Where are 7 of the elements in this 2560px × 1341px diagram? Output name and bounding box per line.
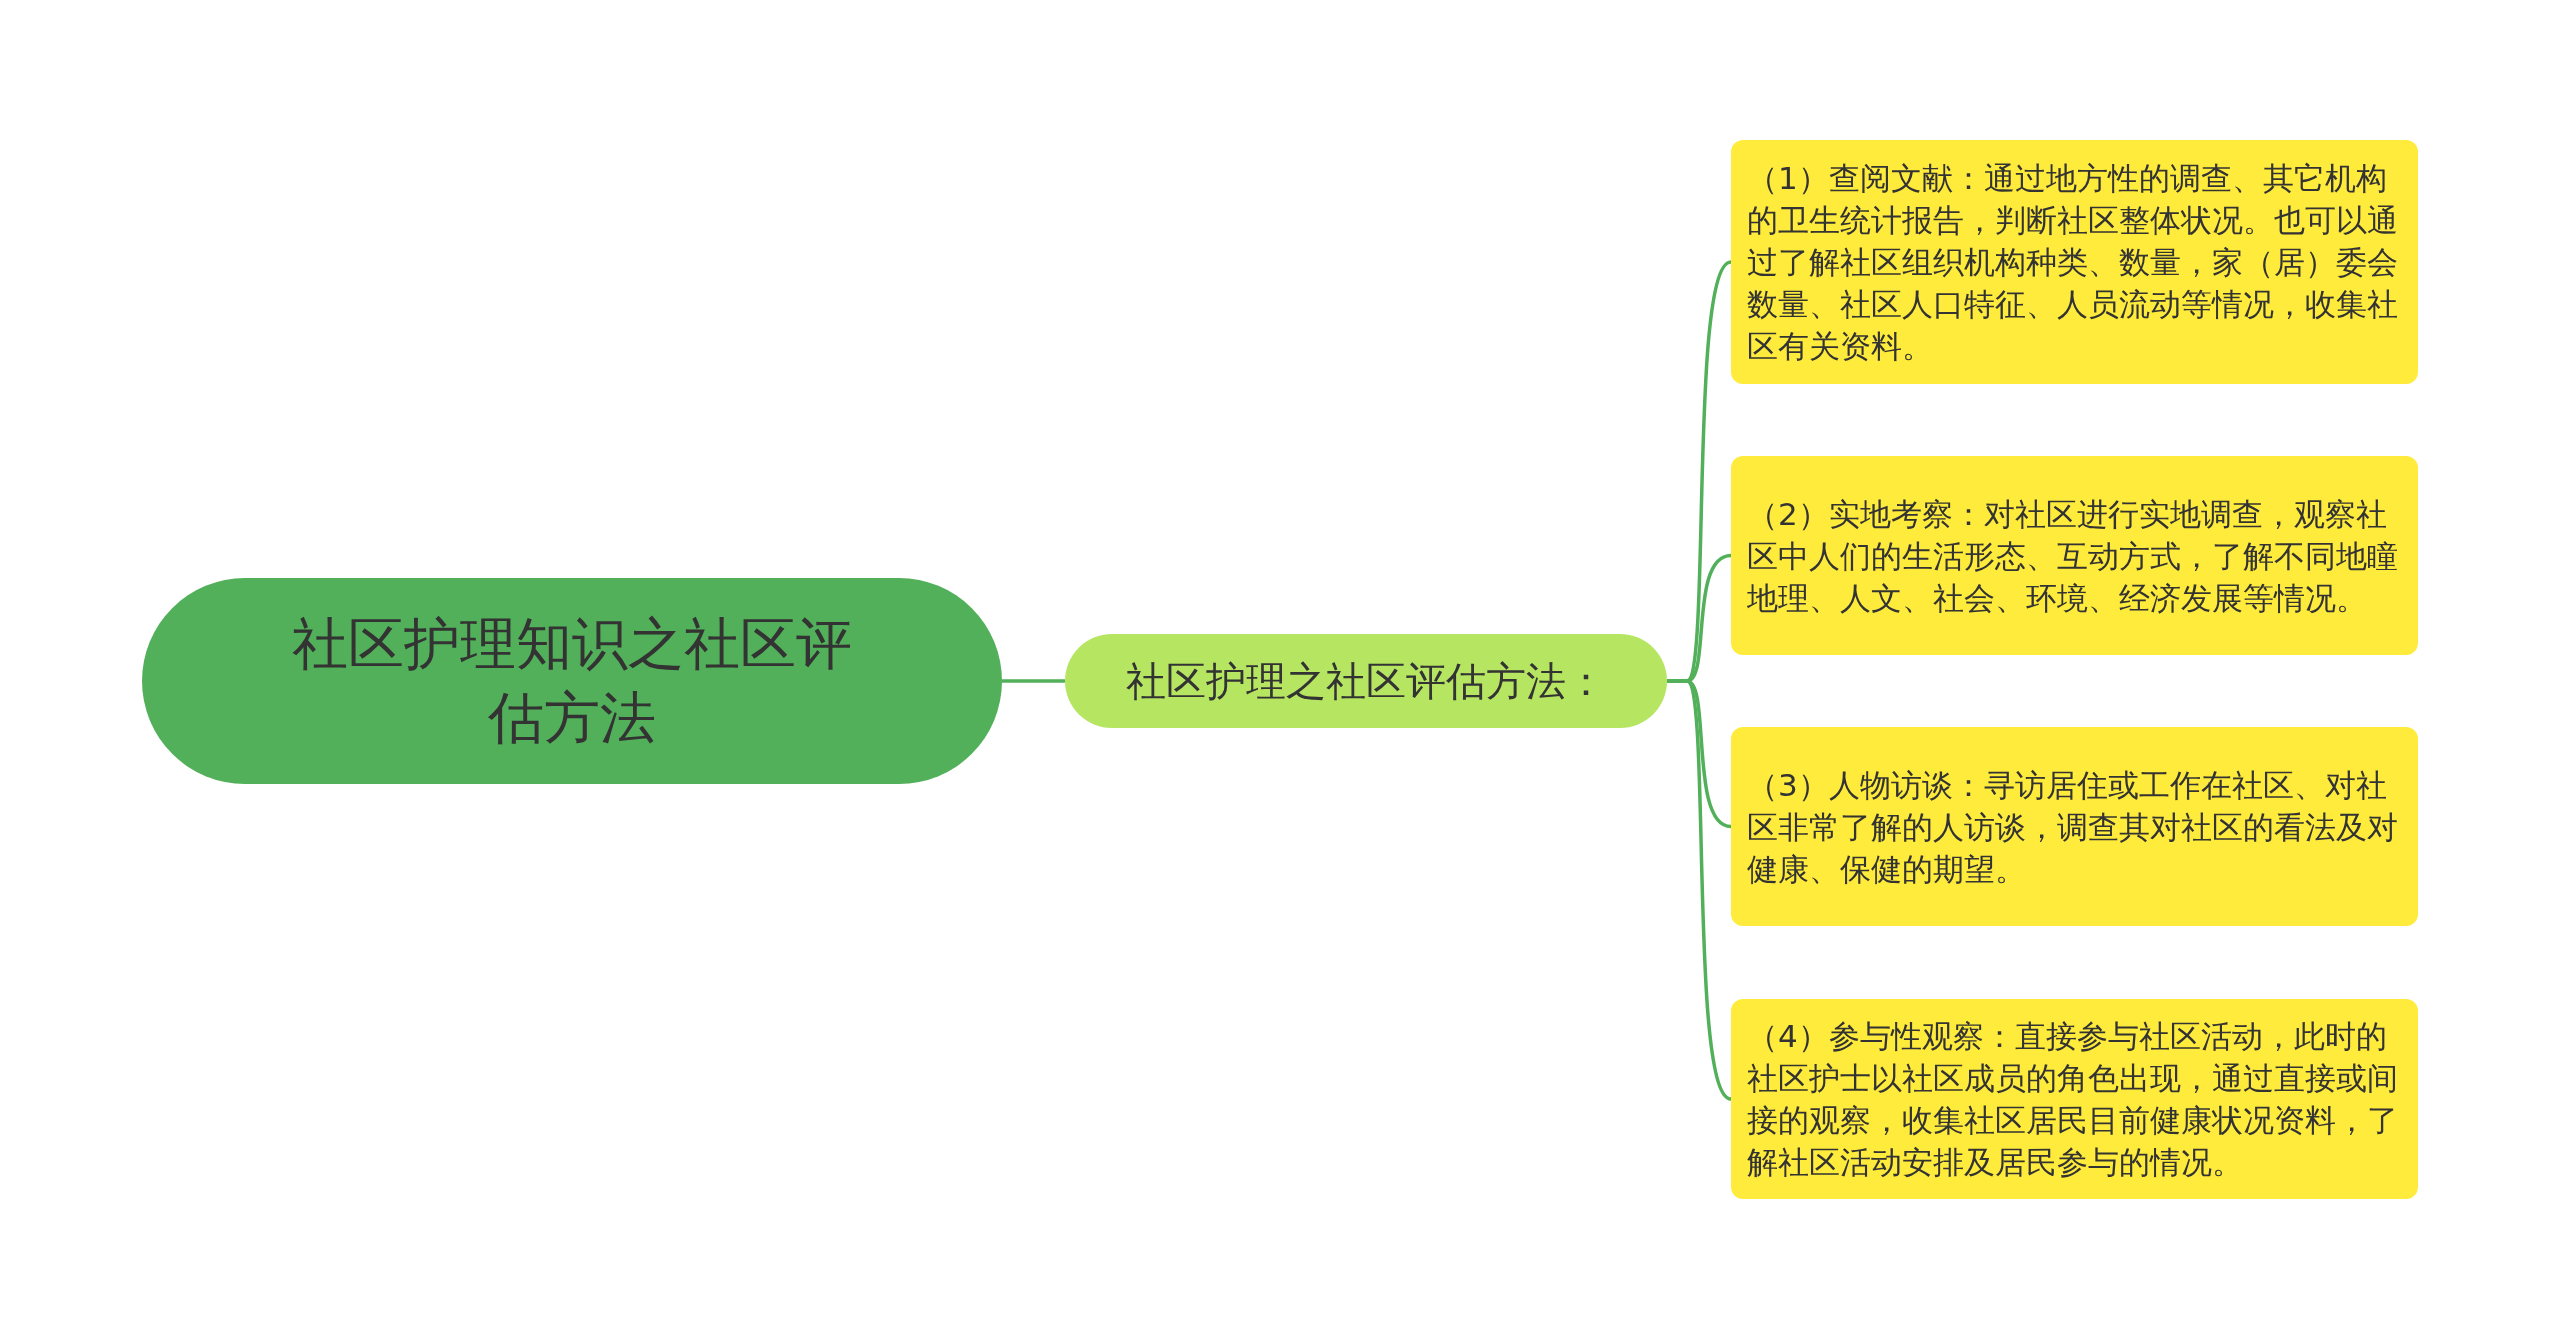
connector (1002, 679, 1065, 683)
note-box: （1）查阅文献：通过地方性的调查、其它机构的卫生统计报告，判断社区整体状况。也可以通过了解社区组织机构种类、数量，家（居）委会数量、社区人口特征、人员流动等情况，收集社区有关资料。 (1731, 140, 2418, 384)
subtopic-pill: 社区护理之社区评估方法： (1065, 634, 1667, 728)
note-box: （4）参与性观察：直接参与社区活动，此时的社区护士以社区成员的角色出现，通过直接或间接的观察，收集社区居民目前健康状况资料，了解社区活动安排及居民参与的情况。 (1731, 999, 2418, 1199)
note-box: （3）人物访谈：寻访居住或工作在社区、对社区非常了解的人访谈，调查其对社区的看法及对健康、保健的期望。 (1731, 727, 2418, 926)
topic-pill: 社区护理知识之社区评估方法 (142, 578, 1002, 784)
note-box: （2）实地考察：对社区进行实地调查，观察社区中人们的生活形态、互动方式，了解不同地瞳地理、人文、社会、环境、经济发展等情况。 (1731, 456, 2418, 655)
